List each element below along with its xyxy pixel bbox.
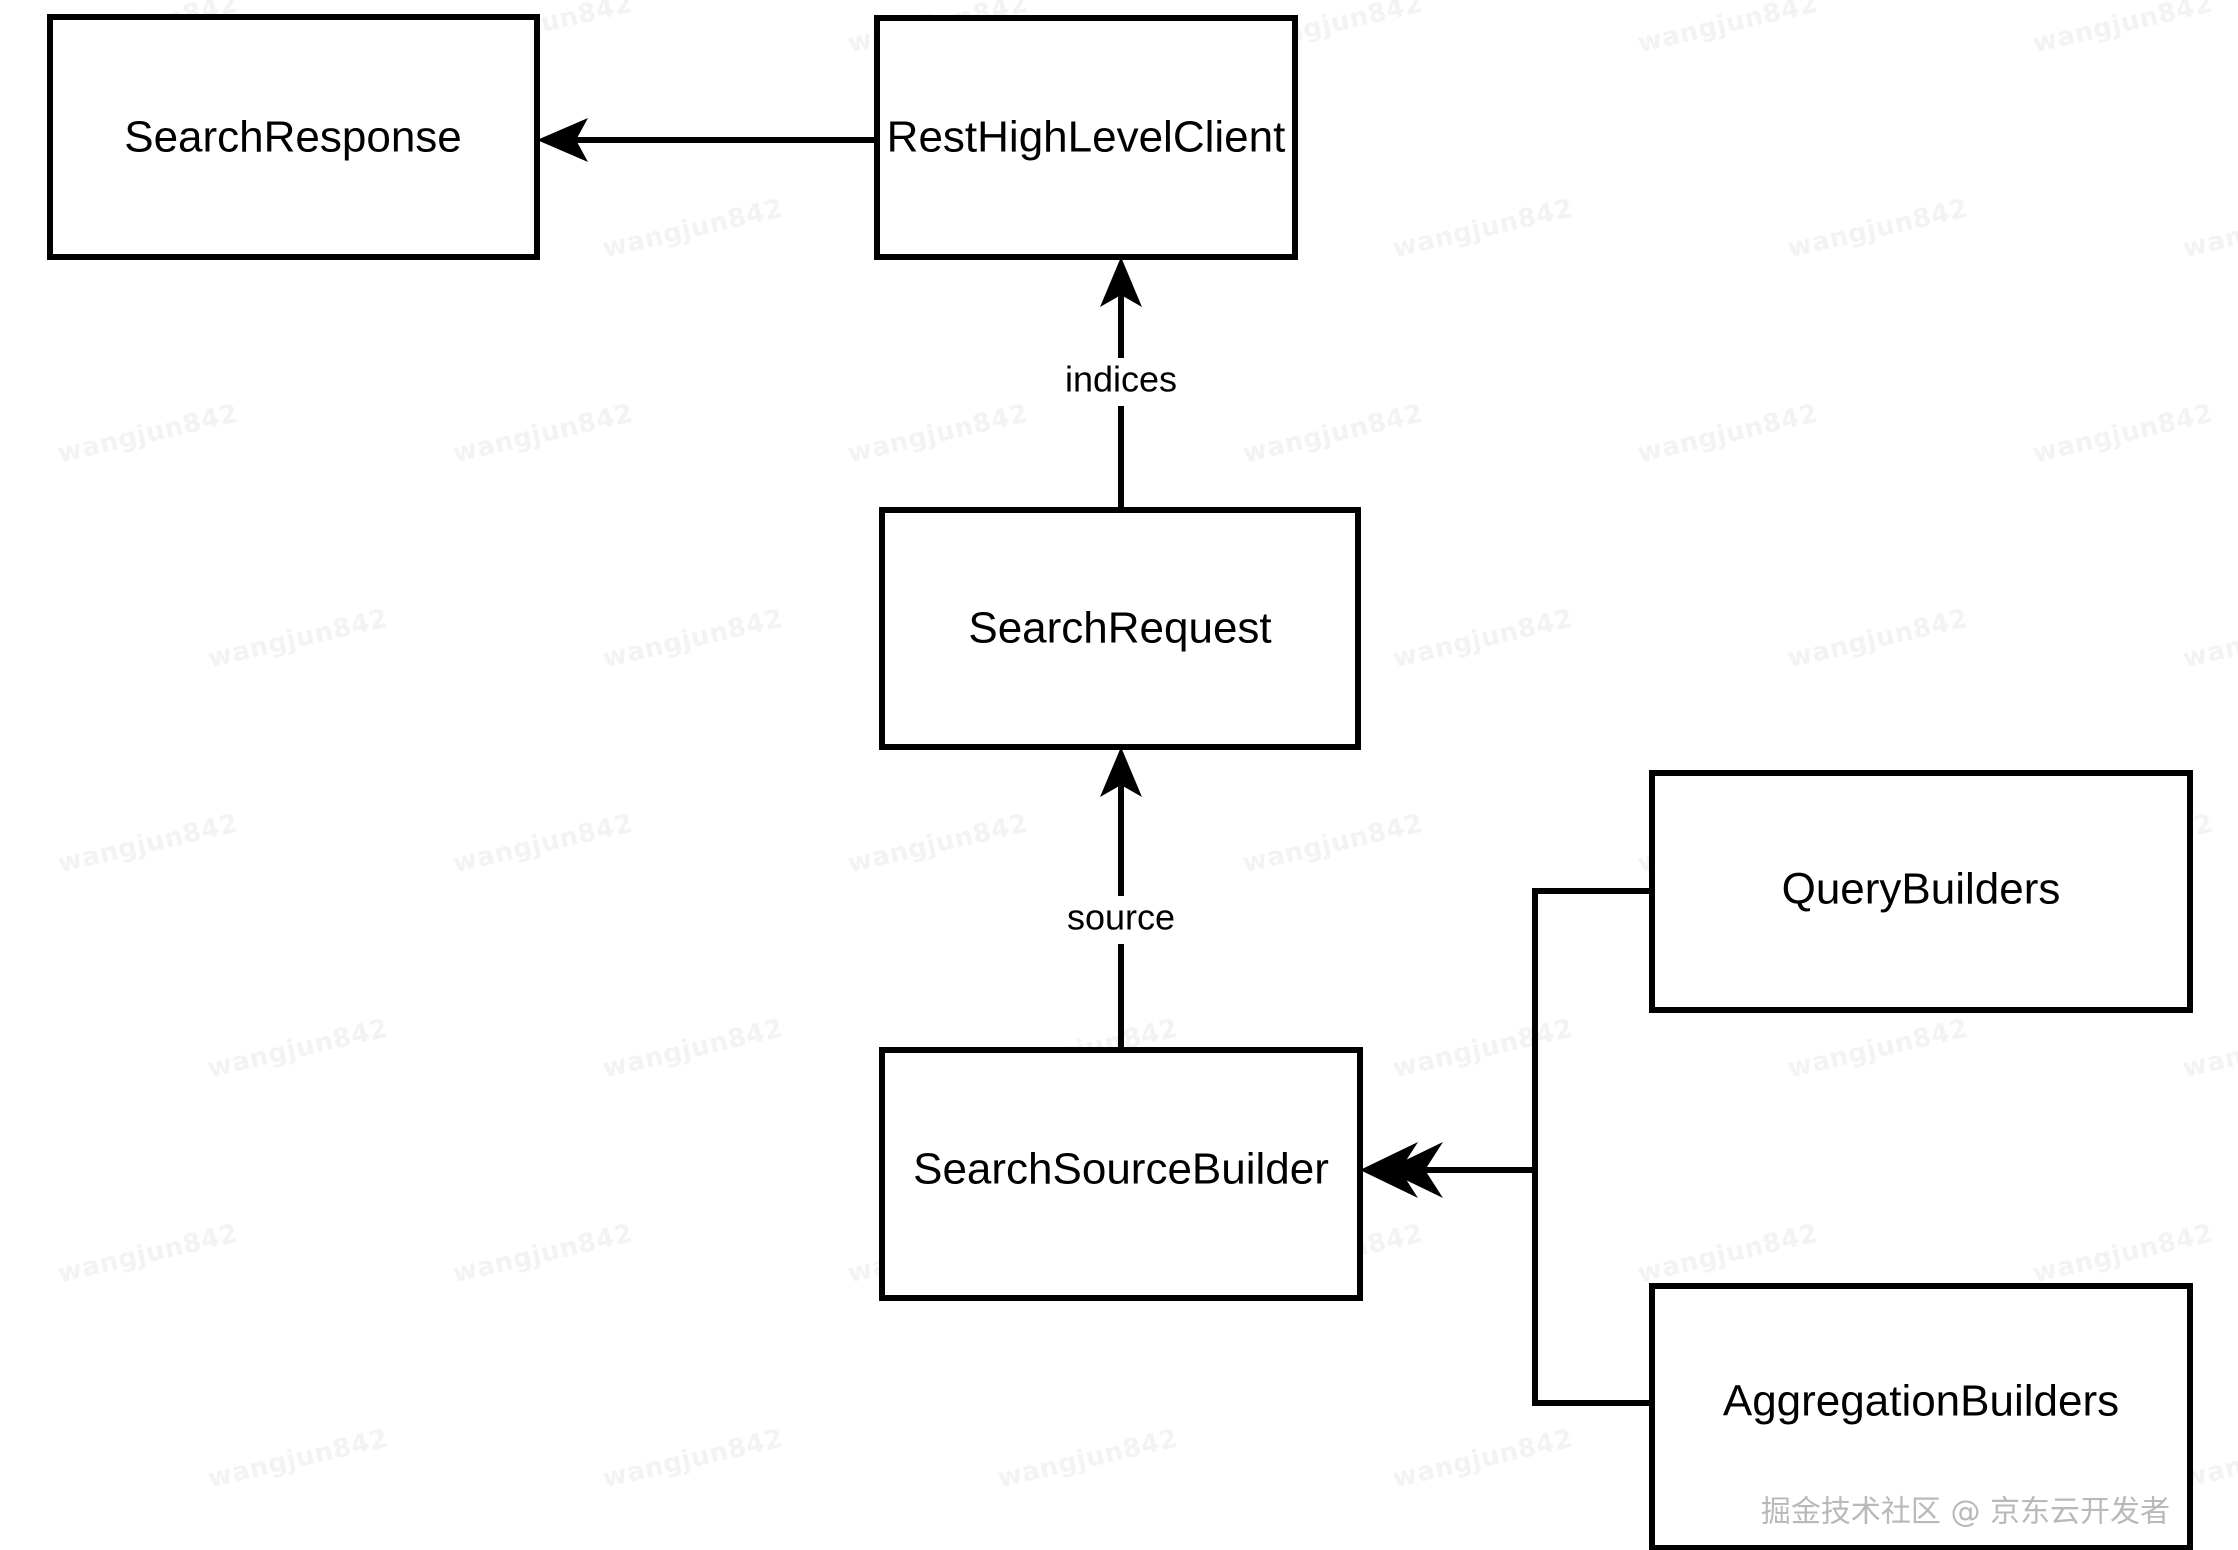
node-search-source-builder-label: SearchSourceBuilder: [913, 1145, 1329, 1194]
edge-query-to-source: [1360, 888, 1652, 1198]
node-rest-high-level-client-label: RestHighLevelClient: [887, 113, 1286, 162]
edge-request-to-client-label-bg: [1046, 358, 1196, 406]
node-search-request-box[interactable]: [879, 507, 1361, 750]
edge-query-to-source-line: [1390, 888, 1652, 1173]
node-search-response-label: SearchResponse: [124, 113, 462, 162]
edge-agg-to-source-arrowhead: [1385, 1142, 1443, 1198]
edge-source-to-request-label-bg: [1048, 896, 1194, 944]
node-aggregation-builders-label: AggregationBuilders: [1723, 1377, 2119, 1426]
edge-request-to-client-arrowhead: [1100, 257, 1142, 307]
node-search-response-box[interactable]: [47, 14, 540, 260]
node-search-request[interactable]: SearchRequest: [879, 507, 1361, 750]
node-query-builders[interactable]: QueryBuilders: [1649, 770, 2193, 1013]
edge-agg-to-source: [1385, 1142, 1652, 1406]
edge-client-to-response-arrowhead: [537, 118, 588, 162]
source-credit-watermark: 掘金技术社区 @ 京东云开发者: [1761, 1495, 2170, 1530]
node-search-source-builder-box[interactable]: [879, 1047, 1363, 1301]
node-aggregation-builders[interactable]: AggregationBuilders: [1649, 1283, 2193, 1550]
node-rest-high-level-client[interactable]: RestHighLevelClient: [874, 15, 1298, 260]
node-search-response[interactable]: SearchResponse: [47, 14, 540, 260]
edge-source-to-request: source: [1048, 747, 1194, 1050]
edge-agg-to-source-line: [1415, 1167, 1652, 1406]
node-aggregation-builders-box[interactable]: [1649, 1283, 2193, 1550]
node-search-request-label: SearchRequest: [968, 604, 1271, 653]
edge-source-to-request-arrowhead: [1100, 747, 1142, 797]
edge-client-to-response: [537, 118, 877, 162]
edge-label-source: source: [1067, 897, 1175, 938]
node-query-builders-box[interactable]: [1649, 770, 2193, 1013]
node-query-builders-label: QueryBuilders: [1782, 865, 2061, 914]
edge-request-to-client: indices: [1046, 257, 1196, 510]
node-search-source-builder[interactable]: SearchSourceBuilder: [879, 1047, 1363, 1301]
edge-label-indices: indices: [1065, 359, 1177, 400]
node-rest-high-level-client-box[interactable]: [874, 15, 1298, 260]
